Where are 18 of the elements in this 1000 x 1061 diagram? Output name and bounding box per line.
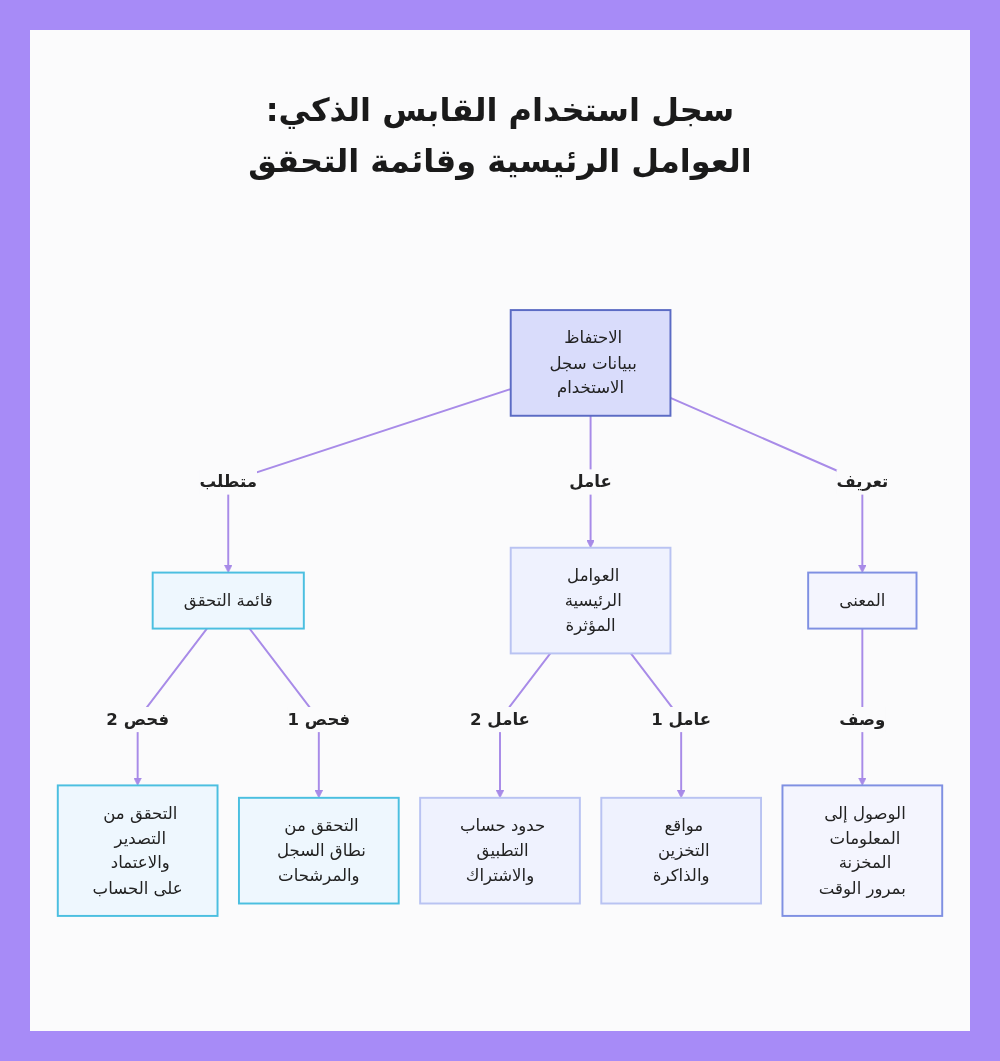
node-box: التحقق من نطاق السجل والمرشحات (238, 796, 400, 905)
edge-label: تعريف (836, 471, 889, 491)
node-box: الاحتفاظ ببيانات سجل الاستخدام (509, 309, 672, 417)
edge-label: فحص 1 (287, 708, 351, 729)
edge-label: عامل 1 (651, 708, 712, 729)
node-box: حدود حساب التطبيق والاشتراك (419, 796, 581, 905)
node-box: مواقع التخزين والذاكرة (600, 796, 762, 905)
node-box: التحقق من التصدير والاعتماد على الحساب (56, 784, 219, 917)
edge-label: عامل 2 (470, 708, 530, 729)
edge-label: متطلب (199, 471, 257, 491)
node-box: المعنى (807, 571, 918, 630)
edge-label: وصف (839, 708, 886, 729)
node-box: العوامل الرئيسية المؤثرة (509, 546, 672, 655)
edge-label: فحص 2 (106, 708, 169, 729)
node-box: قائمة التحقق (151, 571, 305, 630)
edge-label: عامل (569, 471, 612, 491)
diagram-title: سجل استخدام القابس الذكي: العوامل الرئيسية وقائمة التحقق (247, 90, 753, 183)
node-box: الوصول إلى المعلومات المخزنة بمرور الوقت (781, 784, 944, 917)
